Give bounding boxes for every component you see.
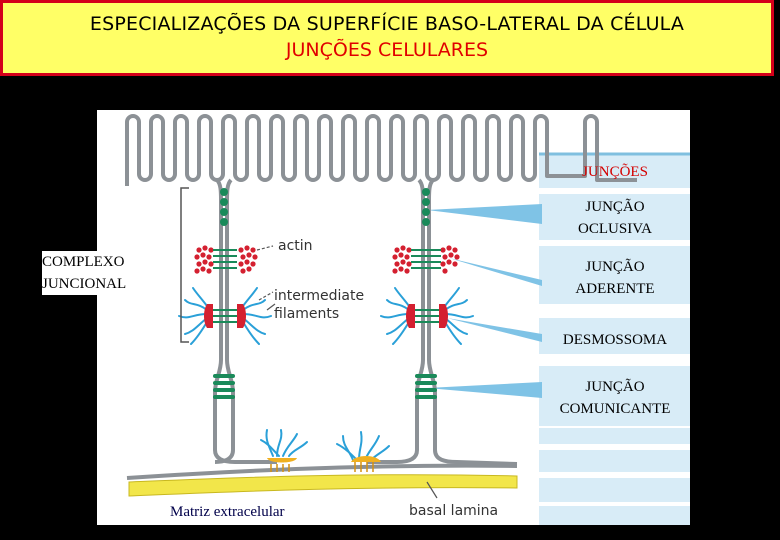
basal-lamina-label: basal lamina — [409, 503, 499, 519]
pointer-comunicante — [427, 382, 542, 398]
cell-junction-figure: actin intermediate filaments basal lamin… — [97, 110, 690, 525]
actin-label: actin — [278, 238, 313, 254]
band-extra-1 — [539, 428, 690, 444]
pointer-wedges — [427, 204, 542, 398]
title-banner: ESPECIALIZAÇÕES DA SUPERFÍCIE BASO-LATER… — [0, 0, 774, 76]
title-sub: JUNÇÕES CELULARES — [285, 39, 489, 61]
gap-junction-right — [415, 374, 437, 399]
band-extra-2 — [539, 450, 690, 472]
band-extra-3 — [539, 478, 690, 502]
gap-junction-left — [213, 374, 235, 399]
filaments-leader-2 — [266, 303, 276, 311]
junctional-bracket — [180, 187, 189, 343]
adherens-left — [194, 245, 258, 274]
desmosome-right — [380, 287, 474, 345]
pointer-desmossoma — [447, 318, 542, 342]
actin-leader — [256, 245, 274, 251]
tight-junction-left — [220, 188, 228, 226]
basal-lamina — [128, 474, 518, 497]
pointer-aderente — [449, 258, 542, 286]
adherens-right — [392, 245, 460, 274]
basal-membrane — [126, 463, 518, 480]
label-juncoes: JUNÇÕES — [582, 164, 648, 180]
band-oclusiva — [539, 194, 690, 240]
label-desmossoma: DESMOSSOMA — [562, 332, 668, 348]
cell-diagram — [125, 114, 690, 525]
tight-junction-right — [422, 188, 430, 226]
title-main: ESPECIALIZAÇÕES DA SUPERFÍCIE BASO-LATER… — [89, 13, 685, 35]
band-aderente — [539, 246, 690, 304]
band-comunicante — [539, 366, 690, 426]
hemidesmosome-right — [336, 431, 390, 472]
label-matriz: Matriz extracelular — [170, 504, 310, 521]
microvilli — [125, 114, 637, 186]
hemidesmosome-left — [260, 429, 308, 472]
pointer-oclusiva — [427, 204, 542, 224]
filaments-label: filaments — [274, 306, 340, 322]
band-juncoes — [539, 154, 690, 188]
lamina-leader — [426, 481, 438, 499]
intermediate-label: intermediate — [274, 288, 365, 304]
band-extra-4 — [539, 506, 690, 525]
band-desmossoma — [539, 318, 690, 354]
label-bands — [539, 152, 690, 525]
filaments-leader-1 — [258, 291, 274, 301]
